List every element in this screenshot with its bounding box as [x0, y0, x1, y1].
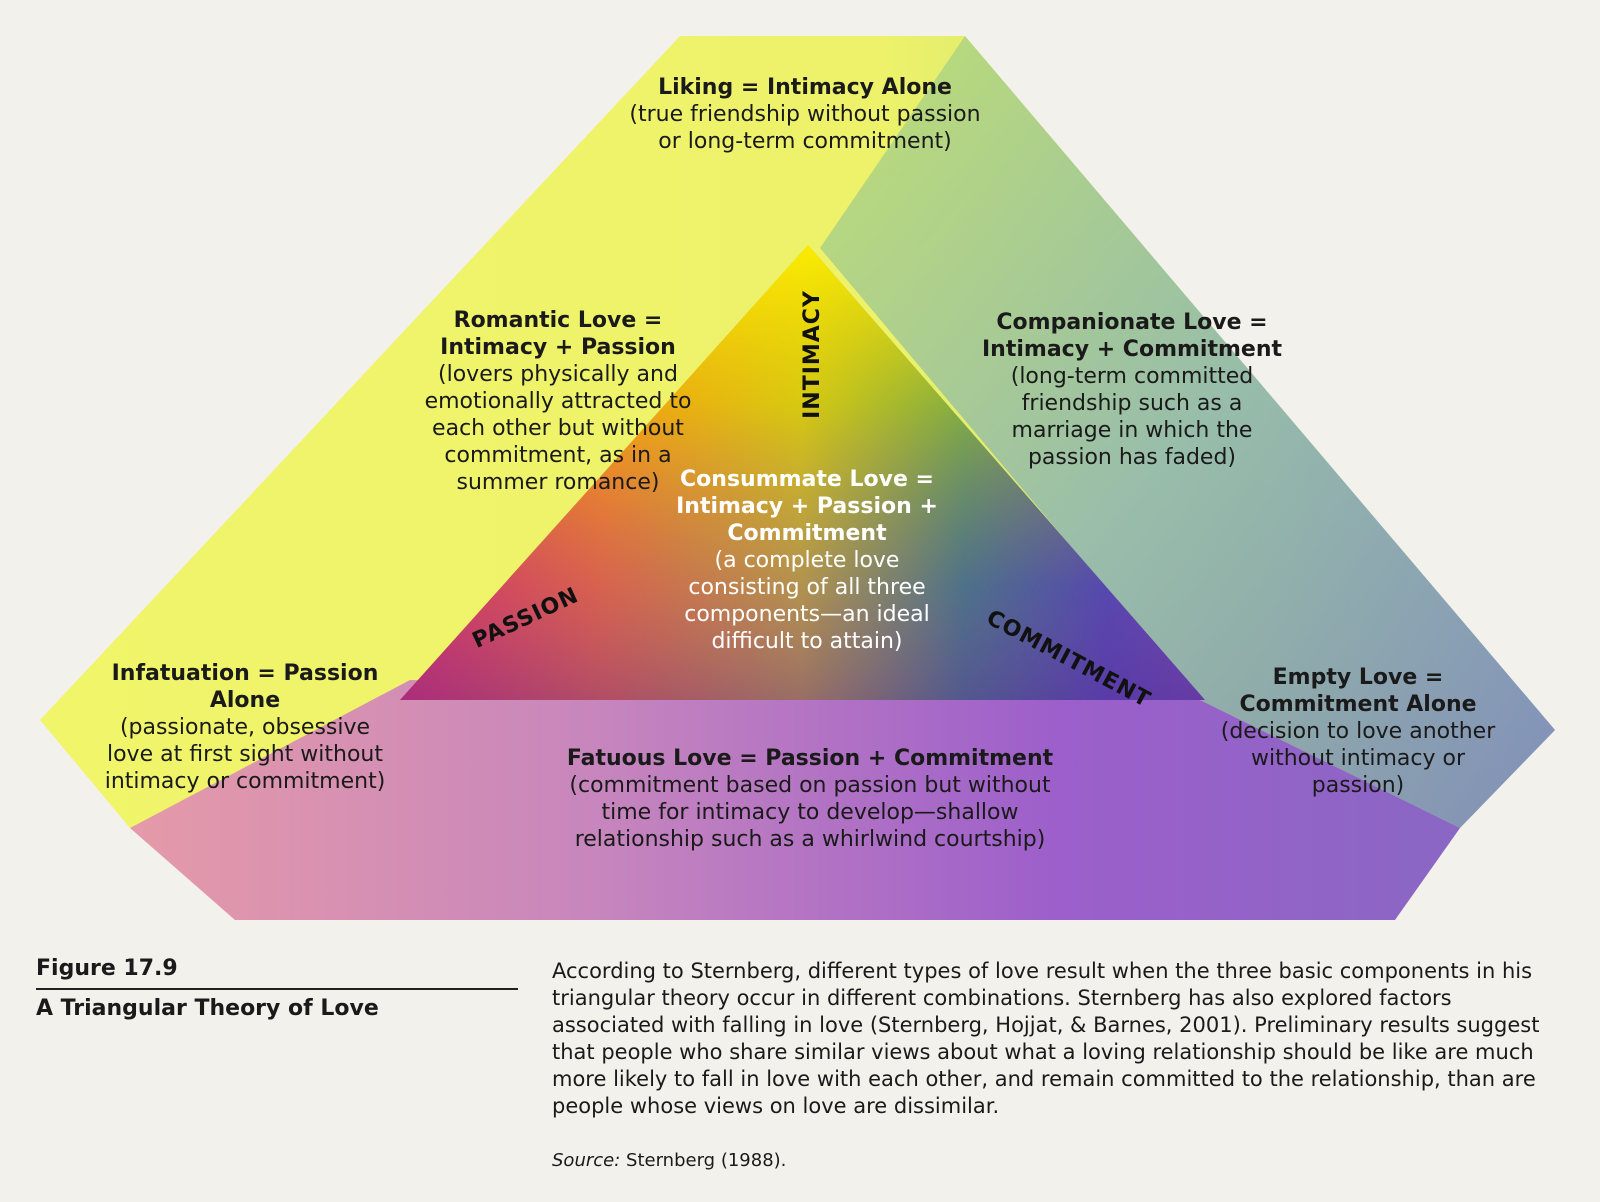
infatuation-label: Infatuation = Passion Alone (passionate,…: [100, 660, 390, 795]
romantic-label: Romantic Love = Intimacy + Passion (love…: [418, 307, 698, 496]
caption-divider: [36, 988, 518, 990]
romantic-title: Romantic Love = Intimacy + Passion: [440, 308, 676, 360]
consummate-label: Consummate Love = Intimacy + Passion + C…: [672, 466, 942, 655]
intimacy-axis-label: INTIMACY: [799, 290, 825, 419]
companionate-desc: (long-term committed friendship such as …: [1010, 364, 1254, 470]
fatuous-desc: (commitment based on passion but without…: [569, 773, 1051, 852]
bottom-purple-region: [130, 680, 1460, 920]
love-triangle-diagram: [40, 36, 1555, 920]
right-commitment-region: [820, 36, 1555, 828]
consummate-desc: (a complete love consisting of all three…: [684, 548, 930, 654]
figure-number: Figure 17.9: [36, 956, 178, 981]
figure-caption-text: According to Sternberg, different types …: [552, 959, 1540, 1118]
fatuous-title: Fatuous Love = Passion + Commitment: [566, 746, 1054, 771]
inner-triangle-shading: [400, 245, 1205, 700]
consummate-title: Consummate Love = Intimacy + Passion + C…: [676, 467, 938, 546]
figure-source: Source: Sternberg (1988).: [552, 1150, 786, 1171]
liking-desc: (true friendship without passion or long…: [629, 102, 981, 154]
romantic-desc: (lovers physically and emotionally attra…: [424, 362, 692, 495]
infatuation-desc: (passionate, obsessive love at first sig…: [104, 715, 386, 794]
companionate-label: Companionate Love = Intimacy + Commitmen…: [982, 309, 1282, 471]
source-citation: Sternberg (1988).: [626, 1150, 787, 1171]
empty-love-desc: (decision to love another without intima…: [1220, 719, 1496, 798]
figure-title: A Triangular Theory of Love: [36, 996, 379, 1021]
fatuous-label: Fatuous Love = Passion + Commitment (com…: [560, 745, 1060, 853]
infatuation-title: Infatuation = Passion Alone: [111, 661, 379, 713]
source-label: Source:: [552, 1150, 621, 1171]
liking-title: Liking = Intimacy Alone: [658, 75, 952, 100]
companionate-title: Companionate Love = Intimacy + Commitmen…: [982, 310, 1282, 362]
empty-love-title: Empty Love = Commitment Alone: [1239, 665, 1477, 717]
liking-label: Liking = Intimacy Alone (true friendship…: [615, 74, 995, 155]
empty-love-label: Empty Love = Commitment Alone (decision …: [1218, 664, 1498, 799]
